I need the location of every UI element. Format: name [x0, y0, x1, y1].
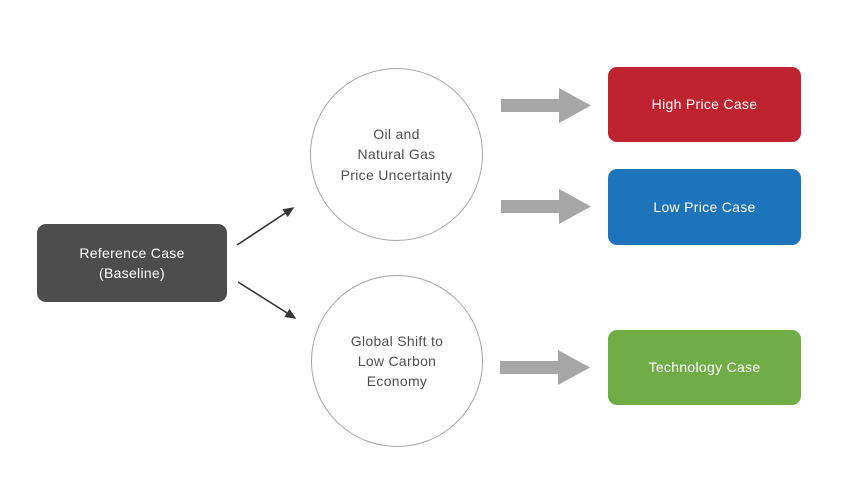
thin-arrow-to-price-uncertainty: [236, 207, 295, 246]
reference-case-node: Reference Case (Baseline): [37, 224, 227, 302]
reference-connectors: [236, 207, 297, 319]
thin-arrow-to-low-carbon: [237, 281, 297, 319]
block-arrow-to-high-price: [501, 88, 591, 123]
right-block-arrow-icon: [500, 350, 590, 385]
block-arrow-to-low-price: [501, 189, 591, 224]
right-block-arrow-icon: [501, 88, 591, 123]
block-arrow-to-technology: [500, 350, 590, 385]
technology-case-node: Technology Case: [608, 330, 801, 405]
low-price-case-label: Low Price Case: [653, 198, 756, 215]
high-price-case-node: High Price Case: [608, 67, 801, 142]
low-price-case-node: Low Price Case: [608, 169, 801, 245]
high-price-case-label: High Price Case: [651, 96, 758, 113]
low-carbon-circle: Global Shift to Low Carbon Economy: [311, 275, 483, 447]
reference-case-label: Reference Case (Baseline): [79, 244, 185, 281]
price-uncertainty-circle: Oil and Natural Gas Price Uncertainty: [310, 68, 483, 241]
low-carbon-label: Global Shift to Low Carbon Economy: [350, 332, 444, 390]
technology-case-label: Technology Case: [648, 359, 761, 376]
price-uncertainty-label: Oil and Natural Gas Price Uncertainty: [340, 126, 453, 183]
right-block-arrow-icon: [501, 189, 591, 224]
